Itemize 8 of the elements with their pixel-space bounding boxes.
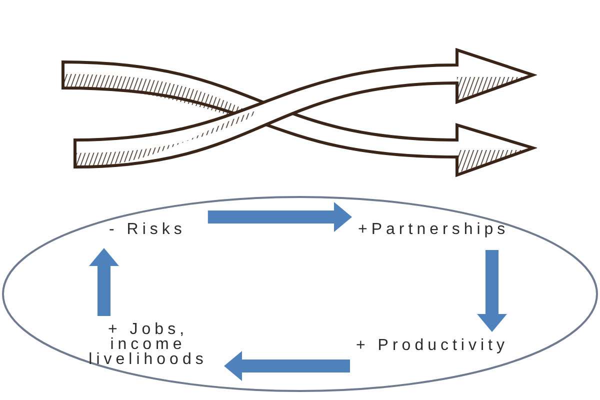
cycle-step-label: + Jobs, income livelihoods (88, 322, 208, 367)
cycle-step-label: + Productivity (356, 338, 508, 354)
block-arrow (89, 248, 119, 316)
cycle-step-label: - Risks (109, 222, 186, 238)
block-arrow (208, 202, 352, 232)
block-arrow (224, 351, 350, 381)
block-arrow (477, 250, 507, 332)
cycle-step-label: +Partnerships (358, 222, 510, 238)
